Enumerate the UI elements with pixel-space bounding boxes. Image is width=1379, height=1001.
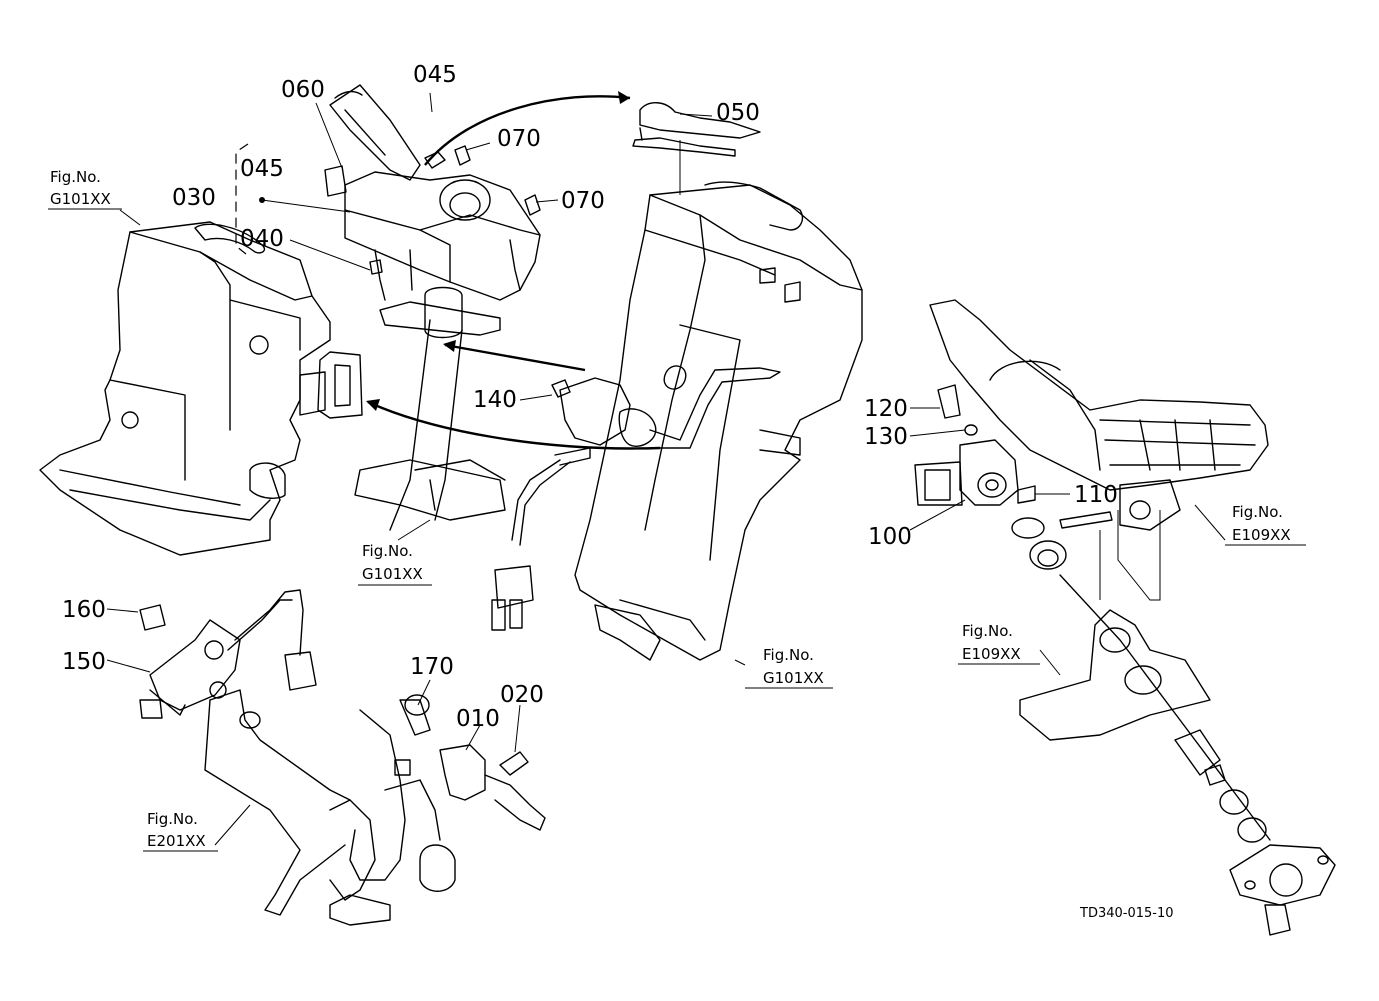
- callout-060: 060: [281, 77, 325, 103]
- fig-ref-e201xx: Fig.No. E201XX: [143, 810, 218, 852]
- callout-130: 130: [864, 424, 908, 450]
- fig-ref-code: E109XX: [1232, 526, 1291, 544]
- fig-ref-label: Fig.No.: [962, 622, 1013, 640]
- callout-070-right: 070: [561, 188, 605, 214]
- left-cable-holder: [317, 351, 363, 419]
- callout-120: 120: [864, 396, 908, 422]
- callout-140: 140: [473, 387, 517, 413]
- small-switch-010: [404, 694, 546, 831]
- fig-ref-label: Fig.No.: [1232, 503, 1283, 521]
- combination-switch-assembly: [259, 84, 541, 531]
- fig-ref-label: Fig.No.: [147, 810, 198, 828]
- callout-045-group: 045: [240, 156, 284, 182]
- drawing-code: TD340-015-10: [1079, 906, 1174, 921]
- callout-020: 020: [500, 682, 544, 708]
- callout-030: 030: [172, 185, 216, 211]
- leader-lines: [106, 92, 1226, 846]
- callout-070-top: 070: [497, 126, 541, 152]
- callout-050: 050: [716, 100, 760, 126]
- fig-ref-label: Fig.No.: [362, 542, 413, 560]
- center-column-cover: [574, 181, 863, 661]
- solenoid-assembly: [139, 589, 317, 719]
- pedal-bracket-right: [929, 299, 1269, 531]
- fig-ref-code: G101XX: [50, 190, 111, 208]
- callout-100: 100: [868, 524, 912, 550]
- fig-ref-e109xx-upper: Fig.No. E109XX: [1225, 503, 1306, 546]
- fig-ref-label: Fig.No.: [763, 646, 814, 664]
- callout-labels: 045 060 070 050 045 030 070 040 140 120 …: [62, 62, 1118, 732]
- callout-160: 160: [62, 597, 106, 623]
- assembly-arrows: [366, 91, 661, 450]
- position-sensor-100: [914, 384, 1113, 570]
- callout-040: 040: [240, 226, 284, 252]
- callout-150: 150: [62, 649, 106, 675]
- callout-045-top: 045: [413, 62, 457, 88]
- fig-ref-code: E201XX: [147, 832, 206, 850]
- fig-ref-e109xx-lower: Fig.No. E109XX: [958, 622, 1040, 665]
- callout-110: 110: [1074, 482, 1118, 508]
- fig-ref-code: E109XX: [962, 645, 1021, 663]
- fig-ref-code: G101XX: [362, 565, 423, 583]
- pedal-shaft-assembly: [204, 689, 456, 926]
- fig-ref-g101xx-center: Fig.No. G101XX: [358, 542, 432, 586]
- fig-ref-g101xx-left: Fig.No. G101XX: [48, 168, 122, 210]
- callout-010: 010: [456, 706, 500, 732]
- neutral-switch-140: [491, 367, 781, 631]
- fig-ref-g101xx-right: Fig.No. G101XX: [745, 646, 833, 689]
- group-bracket: [235, 143, 249, 255]
- pedal-shaft-lower: [1019, 510, 1336, 936]
- left-cover-panel: [39, 221, 331, 556]
- fig-ref-label: Fig.No.: [50, 168, 101, 186]
- fig-ref-code: G101XX: [763, 669, 824, 687]
- key-bracket: [632, 102, 761, 157]
- callout-170: 170: [410, 654, 454, 680]
